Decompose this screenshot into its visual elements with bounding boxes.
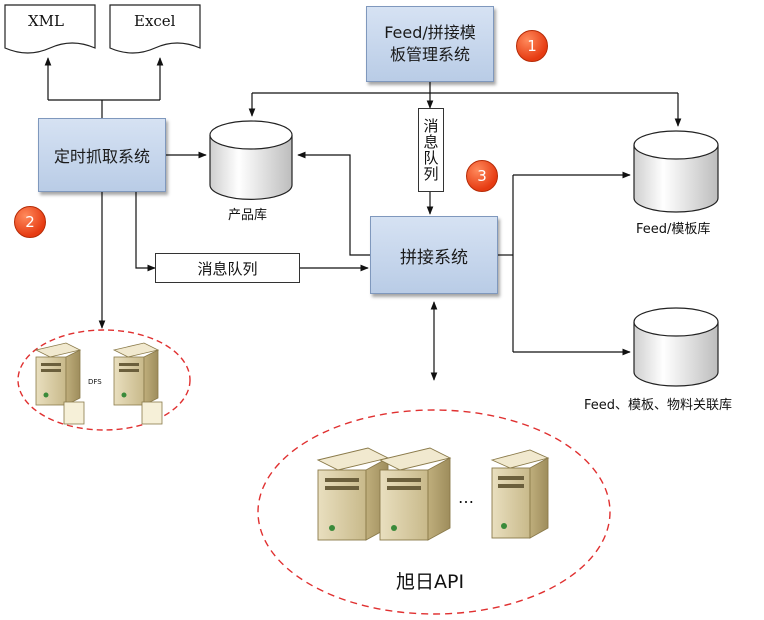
step-badge-3: 3	[466, 160, 498, 192]
dfs-cluster-boundary	[17, 329, 191, 431]
crawler-to-queue-lines	[98, 192, 369, 329]
dfs-server-1-icon	[34, 342, 85, 425]
api-cluster-label: 旭日API	[396, 571, 465, 593]
feed-template-db-label: Feed/模板库	[636, 222, 711, 237]
assembly-to-product-arrow	[297, 151, 370, 256]
horizontal-message-queue-box: 消息队列	[155, 253, 300, 283]
step-badge-2: 2	[14, 206, 46, 238]
xml-document-label: XML	[28, 12, 64, 30]
api-cluster-boundary	[257, 409, 611, 615]
relation-db-cylinder	[633, 307, 719, 387]
feedmgmt-distribution-lines	[248, 82, 682, 215]
feed-template-db-cylinder	[633, 130, 719, 213]
excel-document-shape	[109, 4, 201, 54]
step-badge-1: 1	[516, 30, 548, 62]
relation-db-label: Feed、模板、物料关联库	[584, 398, 733, 413]
api-server-3-icon	[490, 449, 550, 539]
dfs-server-2-icon	[112, 342, 163, 425]
crawler-to-docs-lines	[44, 57, 164, 118]
vertical-message-queue-box: 消息队列	[418, 108, 444, 192]
dfs-label: DFS	[88, 378, 102, 386]
feed-template-management-box: Feed/拼接模 板管理系统	[366, 6, 494, 82]
assembly-to-right-dbs-lines	[498, 171, 631, 356]
assembly-system-box: 拼接系统	[370, 216, 498, 294]
xml-document-shape	[4, 4, 96, 54]
product-db-cylinder	[209, 120, 293, 200]
scheduled-crawler-box: 定时抓取系统	[38, 118, 166, 192]
api-server-1-icon	[316, 447, 390, 541]
api-ellipsis: …	[458, 488, 474, 507]
excel-document-label: Excel	[134, 12, 176, 30]
product-db-label: 产品库	[228, 208, 268, 223]
feed-mgmt-line1: Feed/拼接模	[384, 23, 476, 42]
feed-mgmt-line2: 板管理系统	[389, 45, 470, 64]
api-server-2-icon	[378, 447, 452, 541]
